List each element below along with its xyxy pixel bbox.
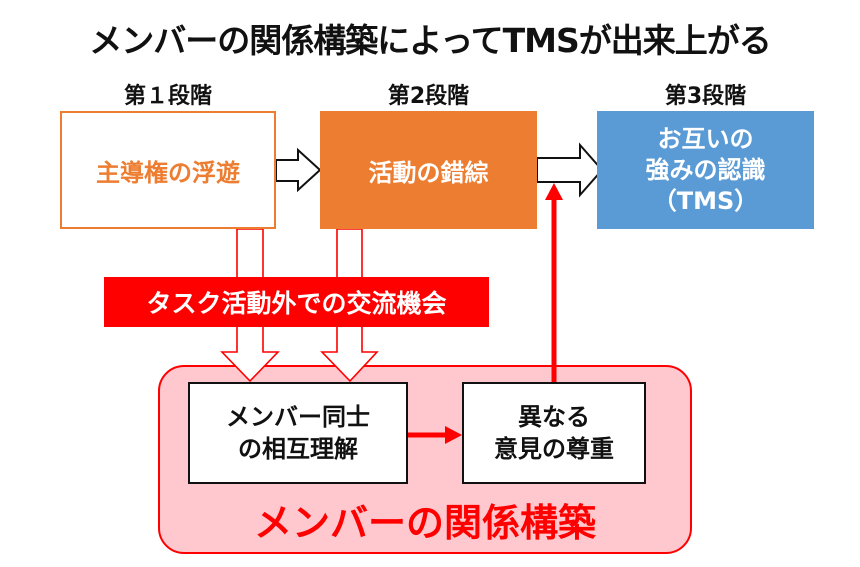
stage-3-line-2: 強みの認識 — [645, 155, 766, 184]
step2-line-1: 異なる — [518, 403, 590, 431]
respect-opinions-box: 異なる 意見の尊重 — [462, 382, 646, 484]
stage-3-line-3: （TMS） — [652, 186, 759, 215]
step2-line-2: 意見の尊重 — [494, 435, 614, 463]
step1-line-2: の相互理解 — [238, 435, 358, 463]
diagram-title: メンバーの関係構築によってTMSが出来上がる — [89, 21, 771, 60]
arrow-stage2-to-stage3 — [536, 142, 604, 198]
stage-1-label: 第１段階 — [123, 84, 212, 109]
stage-3-label: 第3段階 — [664, 84, 747, 109]
up-arrow-head — [545, 183, 563, 200]
step1-line-1: メンバー同士 — [226, 403, 370, 431]
stage-2-label: 第2段階 — [387, 84, 470, 109]
arrow-stage1-to-stage2 — [275, 147, 322, 193]
step-arrow-head — [445, 426, 462, 444]
mutual-understanding-box: メンバー同士 の相互理解 — [188, 382, 408, 484]
interaction-opportunity-band: タスク活動外での交流機会 — [104, 277, 489, 327]
relationship-building-label: メンバーの関係構築 — [253, 501, 596, 545]
stage-3-line-1: お互いの — [657, 124, 754, 153]
stage-2-box: 活動の錯綜 — [320, 111, 537, 229]
stage-1-box: 主導権の浮遊 — [60, 111, 276, 229]
stage-3-box: お互いの 強みの認識 （TMS） — [597, 111, 814, 229]
